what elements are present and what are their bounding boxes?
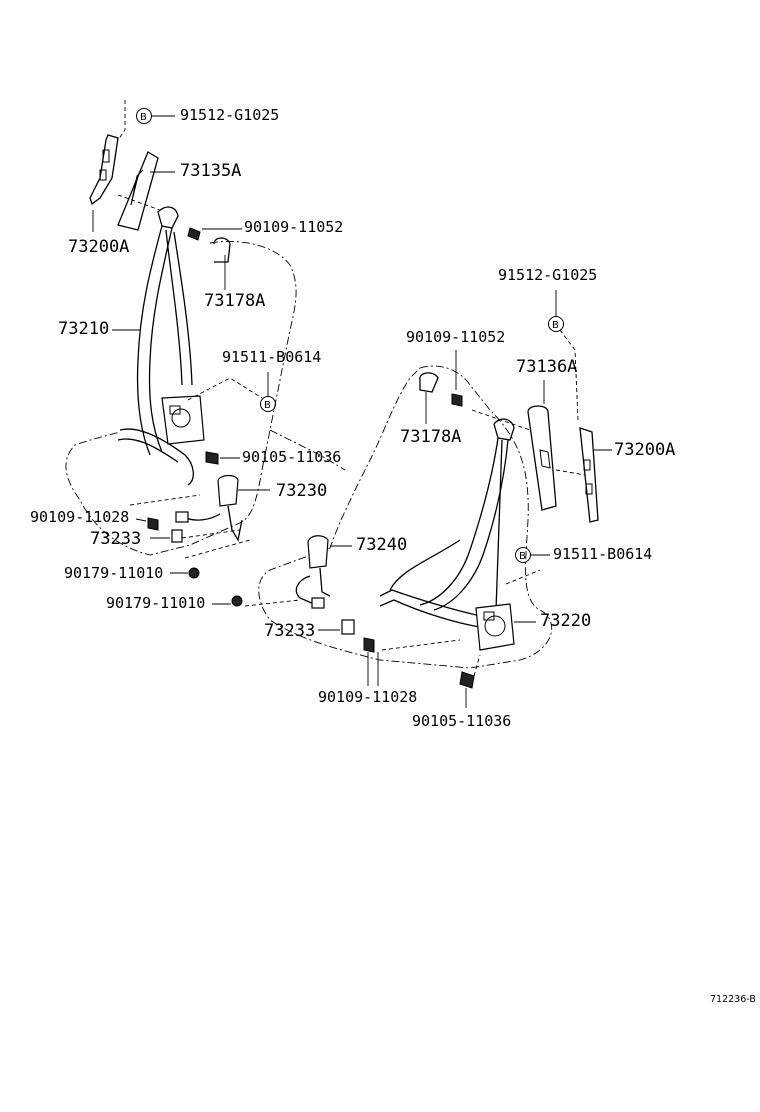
upper-anchor-part xyxy=(157,206,179,229)
belt-webbing-part xyxy=(379,437,509,629)
label-part-number: 90109-11052 xyxy=(244,218,343,236)
label-part-number: 90179-11010 xyxy=(64,564,163,582)
upper-anchor-part xyxy=(493,418,515,441)
clip-part xyxy=(171,529,183,543)
anchor-plate-part xyxy=(579,427,599,523)
label-part-number: 73136A xyxy=(516,357,577,377)
screw-part xyxy=(451,393,463,407)
phantom-line xyxy=(559,329,579,421)
callout-b-letter: B xyxy=(140,112,147,123)
label-part-number: 73200A xyxy=(614,440,675,460)
label-part-number: 90105-11036 xyxy=(242,448,341,466)
bolt-part xyxy=(205,451,219,465)
buckle-part xyxy=(175,474,243,542)
anchor-plate-part xyxy=(89,134,119,206)
screw-part xyxy=(147,517,159,531)
label-part-number: 73233 xyxy=(90,529,141,549)
clip-part xyxy=(341,619,355,635)
right-seat-outline xyxy=(258,365,553,669)
phantom-line xyxy=(129,494,201,506)
phantom-line xyxy=(184,539,251,559)
guide-part xyxy=(213,237,231,263)
callout-b-letter: B xyxy=(264,400,271,411)
phantom-line xyxy=(117,100,126,141)
bolt-part xyxy=(459,671,475,689)
cover-part xyxy=(527,405,557,511)
callout-b-icon xyxy=(136,108,152,124)
label-part-number: 73178A xyxy=(204,291,265,311)
phantom-line xyxy=(187,377,263,401)
label-part-number: 90105-11036 xyxy=(412,712,511,730)
label-part-number: 91511-B0614 xyxy=(553,545,652,563)
screw-part xyxy=(363,637,375,653)
label-part-number: 90179-11010 xyxy=(106,594,205,612)
label-part-number: 91511-B0614 xyxy=(222,348,321,366)
phantom-line xyxy=(244,599,301,607)
label-part-number: 73233 xyxy=(264,621,315,641)
retractor-part xyxy=(161,395,205,445)
phantom-line xyxy=(505,569,541,585)
label-part-number: 73178A xyxy=(400,427,461,447)
callout-b-letter: B xyxy=(519,551,526,562)
phantom-line xyxy=(381,639,461,651)
label-part-number: 73230 xyxy=(276,481,327,501)
phantom-line xyxy=(555,469,586,476)
callout-b-icon xyxy=(515,547,531,563)
left-assembly: B xyxy=(30,100,346,582)
label-part-number: 90109-11028 xyxy=(318,688,417,706)
left-seat-outline xyxy=(65,240,297,556)
right-assembly: B B xyxy=(106,266,675,730)
buckle-part xyxy=(295,535,331,609)
cover-part xyxy=(117,151,159,231)
guide-part xyxy=(419,372,439,393)
phantom-line xyxy=(471,409,531,431)
nut-part xyxy=(231,595,243,607)
label-part-number: 73200A xyxy=(68,237,129,257)
label-part-number: 73210 xyxy=(58,319,109,339)
callout-b-icon xyxy=(548,316,564,332)
label-part-number: 73135A xyxy=(180,161,241,181)
callout-b-icon xyxy=(260,396,276,412)
phantom-line xyxy=(117,194,161,211)
label-part-number: 73220 xyxy=(540,611,591,631)
nut-part xyxy=(188,567,200,579)
leader-line xyxy=(135,518,147,522)
phantom-line xyxy=(181,529,241,539)
label-part-number: 91512-G1025 xyxy=(498,266,597,284)
screw-part xyxy=(187,227,201,241)
diagram-id: 712236-B xyxy=(710,994,756,1005)
label-part-number: 73240 xyxy=(356,535,407,555)
left-seat-cushion-edge xyxy=(269,429,346,471)
label-part-number: 90109-11052 xyxy=(406,328,505,346)
retractor-part xyxy=(475,603,515,651)
label-part-number: 90109-11028 xyxy=(30,508,129,526)
phantom-line xyxy=(473,654,481,677)
label-part-number: 91512-G1025 xyxy=(180,106,279,124)
belt-webbing-part xyxy=(117,225,194,486)
callout-b-letter: B xyxy=(552,320,559,331)
